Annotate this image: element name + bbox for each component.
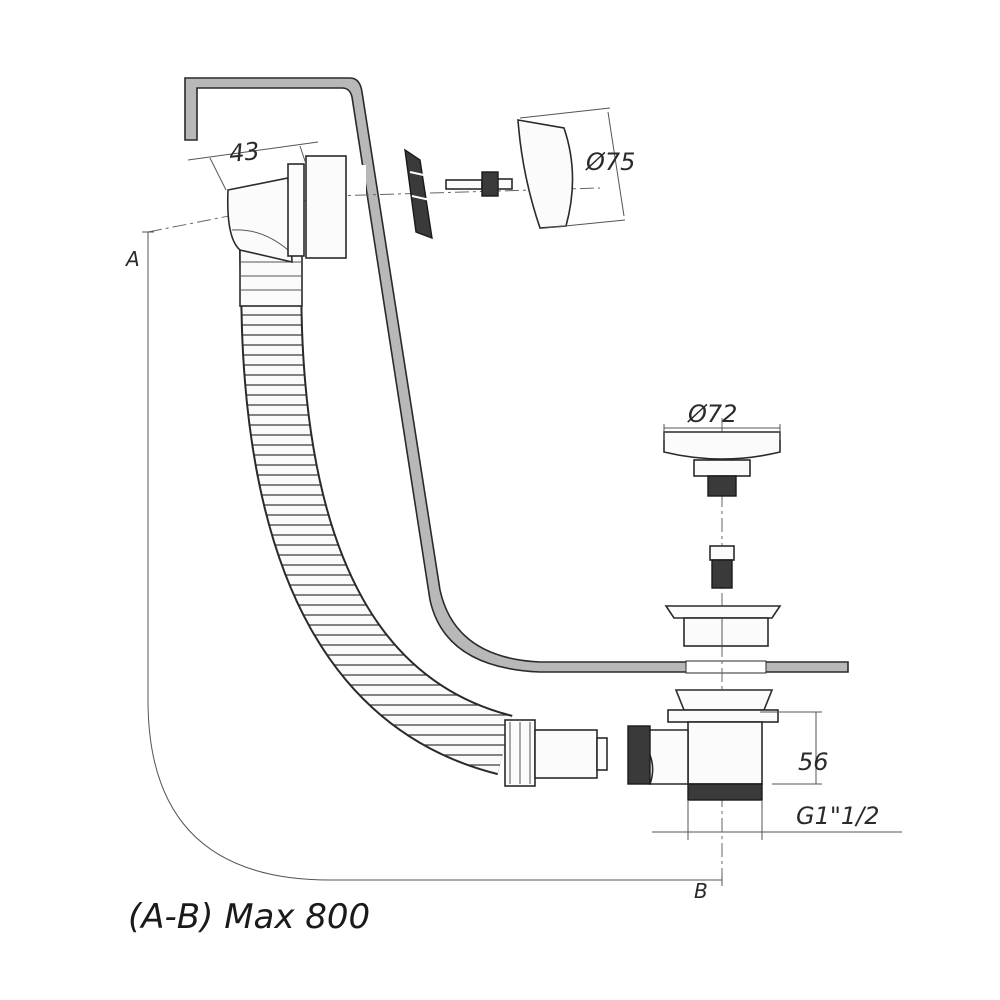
hose-connector [504,719,608,787]
plug-pin [709,545,735,589]
drain-body [627,689,779,801]
dimension-thread-label: G1"1/2 [796,802,880,830]
dimension-43-label: 43 [228,137,261,168]
overflow-cover [517,119,574,229]
overflow-screw [445,171,513,197]
drain-wall-hole [685,660,767,674]
caption: (A-B) Max 800 [128,897,371,937]
point-a-label: A [124,247,140,271]
bath-tub-wall [184,77,849,674]
dimension-72-lines [663,424,781,440]
overflow-elbow [226,155,347,264]
dimension-75-label: Ø75 [585,148,635,176]
dimension-72-label: Ø72 [687,400,737,428]
drain-flange [664,605,782,647]
overflow-wall-hole [352,165,366,227]
dimension-thread-lines [652,800,902,840]
corrugated-hose [239,247,514,776]
dimension-75-lines [519,107,626,229]
overflow-faceplate [404,148,433,240]
a-b-measure-line [142,231,723,886]
dimension-43-lines [187,141,319,191]
dimension-56-label: 56 [798,748,829,776]
plug-cap [663,431,781,497]
point-b-label: B [694,879,708,903]
dimension-56-lines [760,711,822,785]
